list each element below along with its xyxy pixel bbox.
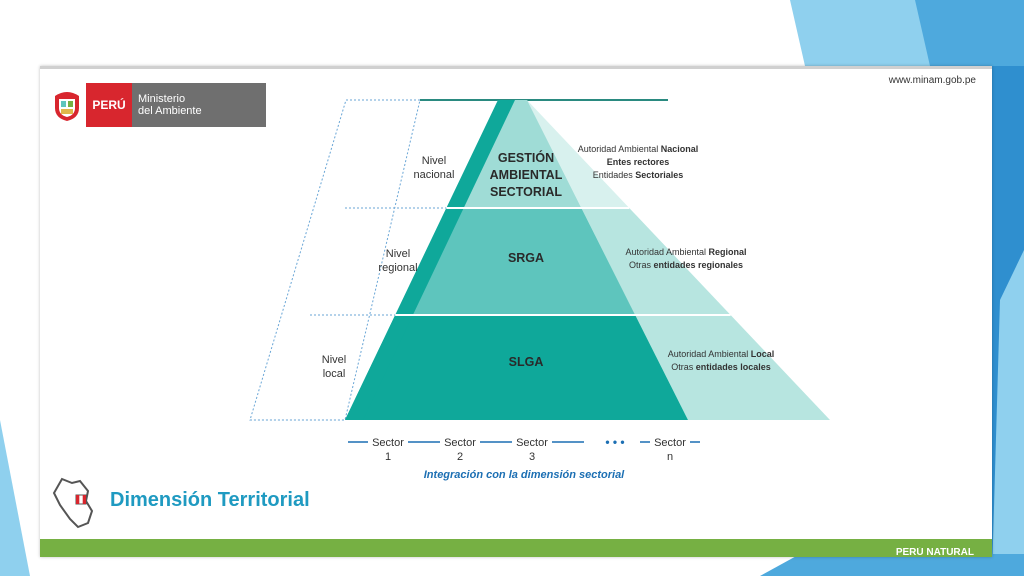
level-description-2-2: Otras entidades regionales bbox=[629, 260, 743, 270]
peru-map-icon bbox=[52, 477, 96, 534]
pyramid-outer-band-3 bbox=[635, 315, 830, 420]
ministry-line-2: del Ambiente bbox=[138, 105, 202, 117]
level-description-1-1: Autoridad Ambiental Nacional bbox=[578, 144, 699, 154]
pyramid-outer-band-1 bbox=[527, 100, 630, 208]
coat-of-arms-icon bbox=[48, 83, 86, 127]
slide: www.minam.gob.pe PERÚ Ministerio del Amb… bbox=[40, 66, 992, 557]
sector-number-4: n bbox=[667, 451, 673, 463]
level-center-text-2-1: SRGA bbox=[508, 251, 544, 265]
level-label-line2-2: regional bbox=[378, 262, 417, 274]
peru-label: PERÚ bbox=[86, 83, 132, 127]
sector-label-bg-4 bbox=[650, 434, 690, 448]
level-description-2-1: Autoridad Ambiental Regional bbox=[625, 247, 746, 257]
footer-brand: PERÚ NATURAL bbox=[895, 547, 974, 557]
ministry-logo: PERÚ Ministerio del Ambiente bbox=[48, 83, 266, 127]
pyramid-outer-band-2 bbox=[581, 208, 731, 315]
footer-bar bbox=[40, 539, 992, 557]
level-label-line1-3: Nivel bbox=[322, 354, 346, 366]
sector-label-bg-1 bbox=[368, 434, 408, 448]
sector-number-3: 3 bbox=[529, 451, 535, 463]
sector-label-4: Sector bbox=[654, 437, 686, 449]
level-label-line2-3: local bbox=[323, 368, 346, 380]
pyramid-band-2 bbox=[395, 208, 636, 315]
ministry-line-1: Ministerio bbox=[138, 93, 186, 105]
sector-label-3: Sector bbox=[516, 437, 548, 449]
level-center-text-3-1: SLGA bbox=[509, 355, 544, 369]
deco-shape-bottom-right bbox=[760, 554, 1024, 576]
pyramid-band-3 bbox=[345, 315, 688, 420]
level-label-line1-2: Nivel bbox=[386, 248, 410, 260]
level-label-line1-1: Nivel bbox=[422, 155, 446, 167]
level-center-text-1-2: AMBIENTAL bbox=[490, 168, 563, 182]
level-label-line2-1: nacional bbox=[414, 169, 455, 181]
sector-label-2: Sector bbox=[444, 437, 476, 449]
sector-ellipsis: • • • bbox=[605, 435, 624, 449]
deco-shape-top-right-mid bbox=[915, 0, 1024, 66]
pyramid-band-1 bbox=[446, 100, 582, 208]
deco-shape-bottom-left bbox=[0, 420, 30, 576]
level-center-text-1-1: GESTIÓN bbox=[498, 150, 554, 165]
level-description-1-2: Entes rectores bbox=[607, 157, 670, 167]
deco-shape-top-right-light bbox=[790, 0, 940, 66]
sector-number-2: 2 bbox=[457, 451, 463, 463]
sector-number-1: 1 bbox=[385, 451, 391, 463]
website-url: www.minam.gob.pe bbox=[888, 75, 976, 86]
level-description-1-3: Entidades Sectoriales bbox=[593, 170, 684, 180]
sector-label-bg-2 bbox=[440, 434, 480, 448]
sector-label-1: Sector bbox=[372, 437, 404, 449]
level-description-3-1: Autoridad Ambiental Local bbox=[668, 349, 775, 359]
sector-label-bg-3 bbox=[512, 434, 552, 448]
ministry-name: Ministerio del Ambiente bbox=[132, 83, 266, 127]
sector-caption: Integración con la dimensión sectorial bbox=[424, 469, 625, 481]
section-title: Dimensión Territorial bbox=[110, 489, 310, 511]
pyramid-diagram: Nivel nacional GESTIÓN AMBIENTAL SECTORIAL Au… bbox=[249, 99, 830, 481]
pyramid-left-edge bbox=[345, 100, 515, 420]
level-center-text-1-3: SECTORIAL bbox=[490, 185, 562, 199]
deco-shape-right-light bbox=[992, 250, 1024, 576]
level-description-3-2: Otras entidades locales bbox=[671, 362, 771, 372]
